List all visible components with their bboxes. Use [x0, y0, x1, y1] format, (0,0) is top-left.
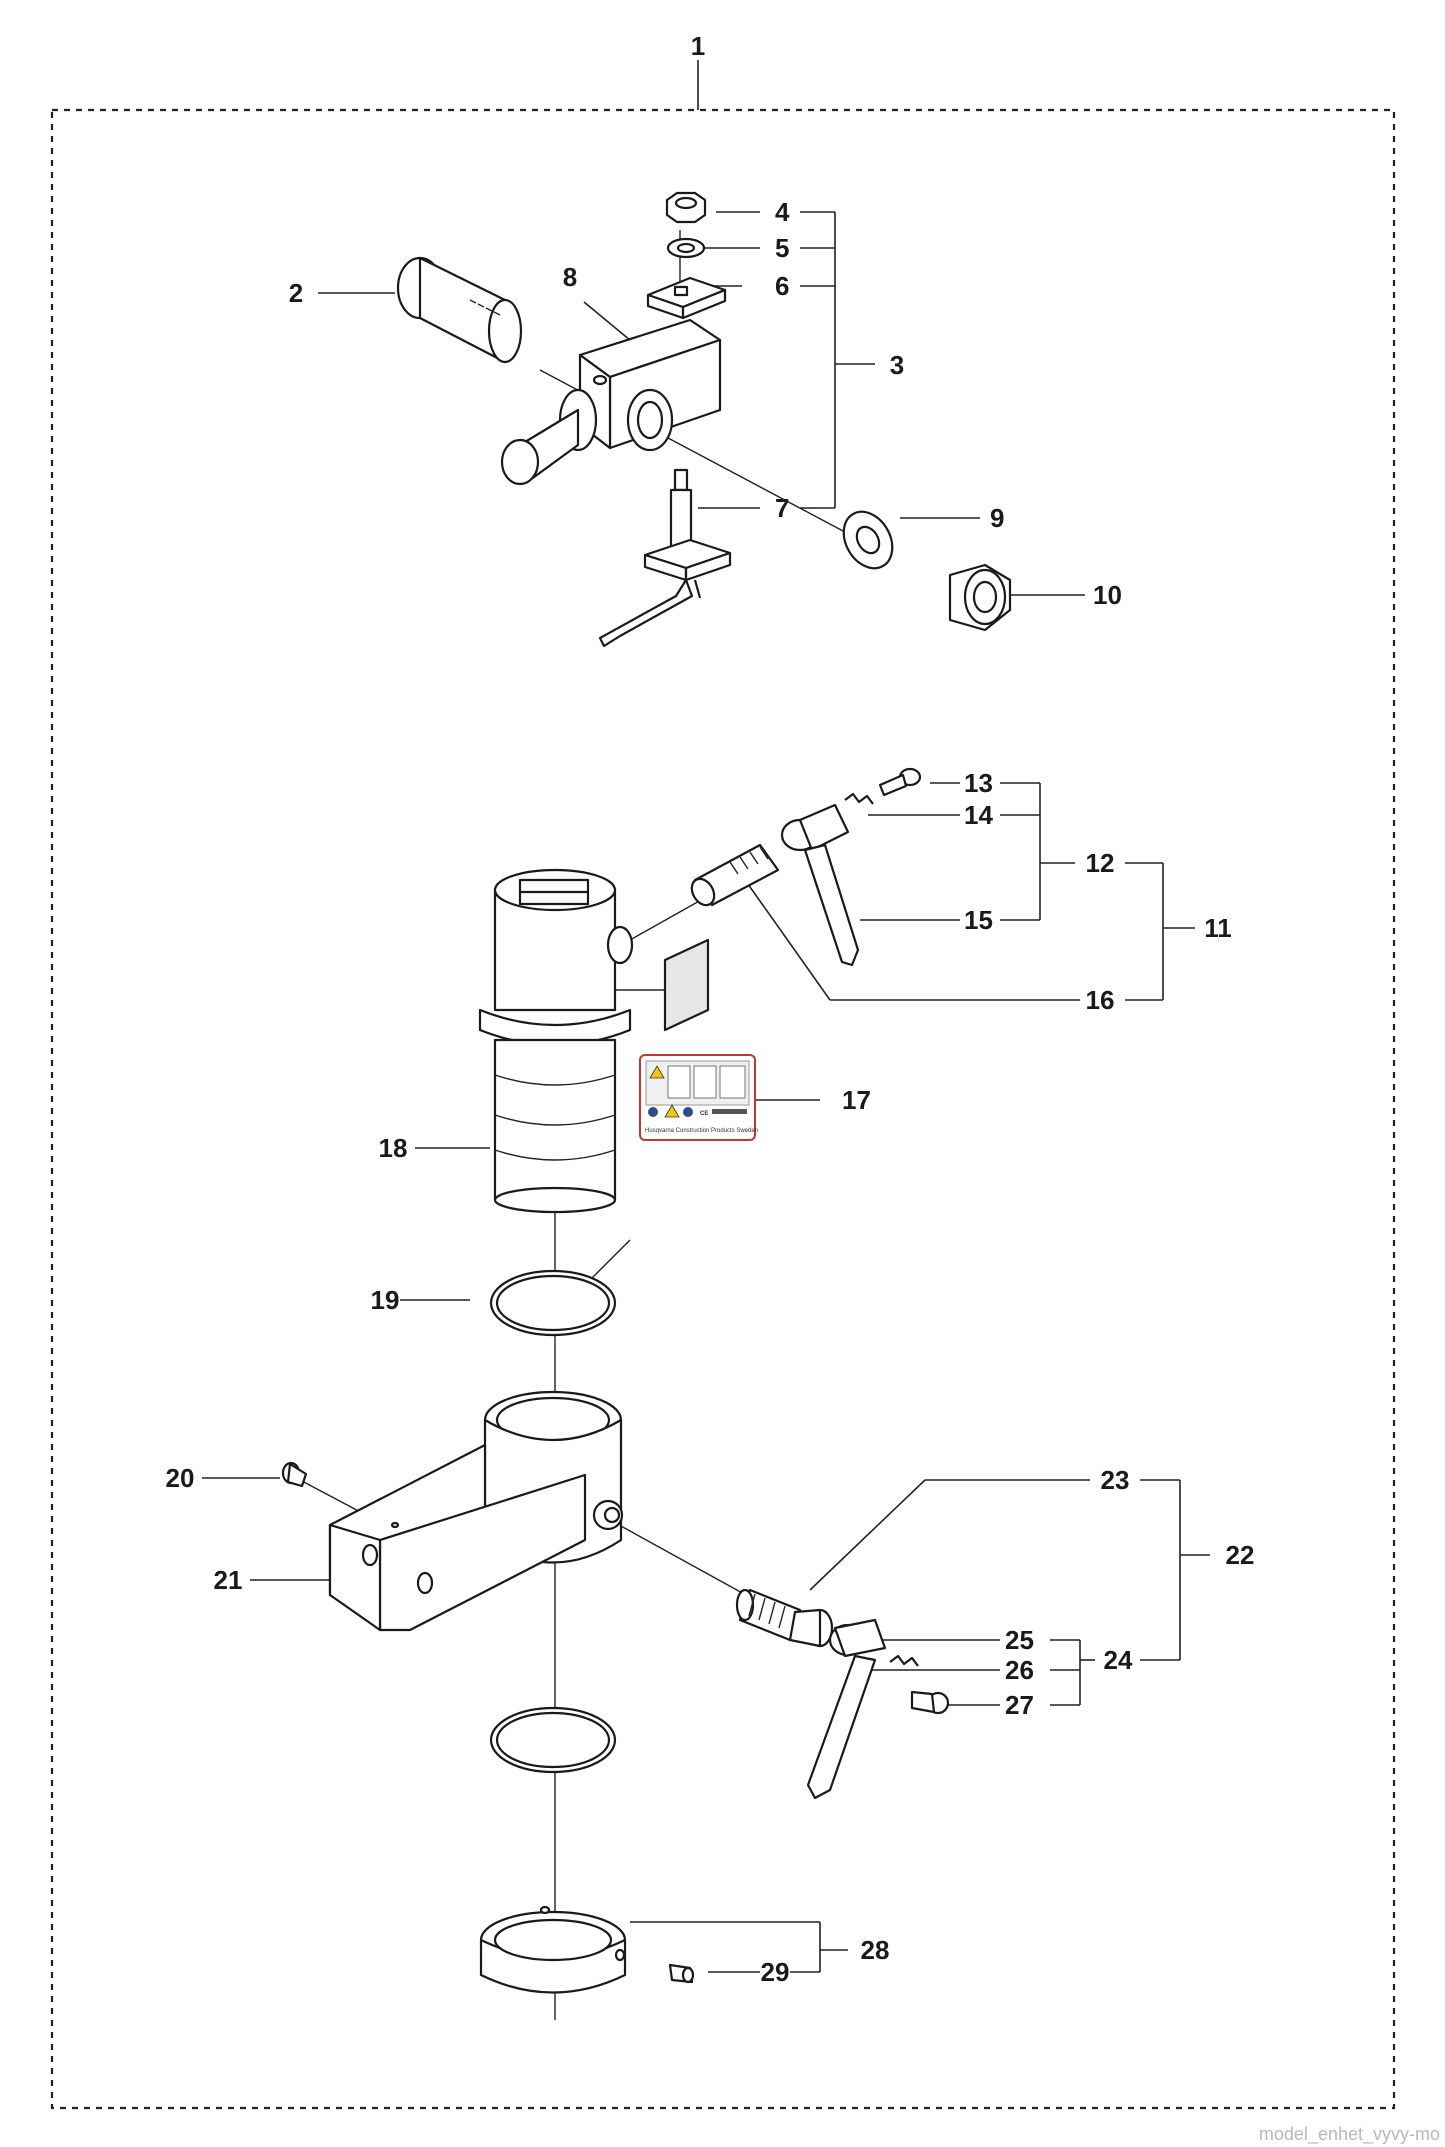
part-26-spring [889, 1654, 919, 1667]
part-19-o-ring [489, 1269, 617, 1337]
callout-13: 13 [964, 768, 993, 798]
lower-leaders [202, 1477, 1210, 1973]
callout-9: 9 [990, 503, 1004, 533]
callout-23: 23 [1101, 1465, 1130, 1495]
part-25-lever [806, 1618, 887, 1800]
callout-labels: 1 2 3 4 5 6 7 8 9 10 11 12 13 14 15 16 1… [166, 31, 1255, 1987]
callout-8: 8 [563, 262, 577, 292]
part-27-screw [910, 1690, 950, 1715]
part-29-set-screw [668, 1963, 695, 1984]
upper-leaders [318, 211, 1085, 596]
part-5-washer [666, 237, 706, 259]
callout-14: 14 [964, 800, 993, 830]
part-2-threaded-pin [396, 256, 523, 364]
watermark: model_enhet_vyvy-mo [1259, 2124, 1440, 2145]
part-6-plate [646, 276, 727, 320]
callout-18: 18 [379, 1133, 408, 1163]
callout-29: 29 [761, 1957, 790, 1987]
part-7-clamp-bolt [598, 468, 732, 648]
part-16-threaded-stud [690, 843, 780, 907]
callout-11: 11 [1204, 913, 1232, 943]
part-4-nut [665, 191, 707, 224]
part-14-spring [844, 792, 874, 805]
callout-26: 26 [1005, 1655, 1034, 1685]
callout-1: 1 [691, 31, 705, 61]
callout-12: 12 [1086, 848, 1115, 878]
callout-16: 16 [1086, 985, 1115, 1015]
callout-17: 17 [842, 1085, 871, 1115]
part-13-screw [878, 767, 922, 797]
part-20-screw [281, 1461, 308, 1488]
callout-19: 19 [371, 1285, 400, 1315]
callout-7: 7 [775, 493, 789, 523]
decal-text: Husqvarna Construction Products Sweden [645, 1128, 758, 1134]
part-21-bracket [328, 1390, 624, 1632]
part-8-block [500, 318, 722, 486]
callout-2: 2 [289, 278, 303, 308]
svg-text:CE: CE [700, 1111, 708, 1117]
callout-25: 25 [1005, 1625, 1034, 1655]
part-18-column-tube [478, 868, 634, 1214]
callout-21: 21 [214, 1565, 243, 1595]
callout-24: 24 [1104, 1645, 1133, 1675]
part-23-threaded-stud [735, 1588, 834, 1648]
part-15-lever [780, 803, 860, 967]
callout-20: 20 [166, 1463, 195, 1493]
callout-6: 6 [775, 271, 789, 301]
callout-5: 5 [775, 233, 789, 263]
part-17-decal: CE Husqvarna Construction Products Swede… [615, 938, 758, 1141]
callout-3: 3 [890, 350, 904, 380]
callout-15: 15 [964, 905, 993, 935]
callout-22: 22 [1226, 1540, 1255, 1570]
part-9-washer [842, 510, 894, 570]
middle-leaders [400, 782, 1195, 1301]
callout-27: 27 [1005, 1690, 1034, 1720]
callout-4: 4 [775, 197, 790, 227]
part-28-collar [479, 1905, 627, 1994]
callout-28: 28 [861, 1935, 890, 1965]
part-10-flange-nut [948, 563, 1012, 632]
lower-o-ring [489, 1706, 617, 1774]
callout-10: 10 [1093, 580, 1122, 610]
assembly-boundary [50, 108, 1396, 2110]
